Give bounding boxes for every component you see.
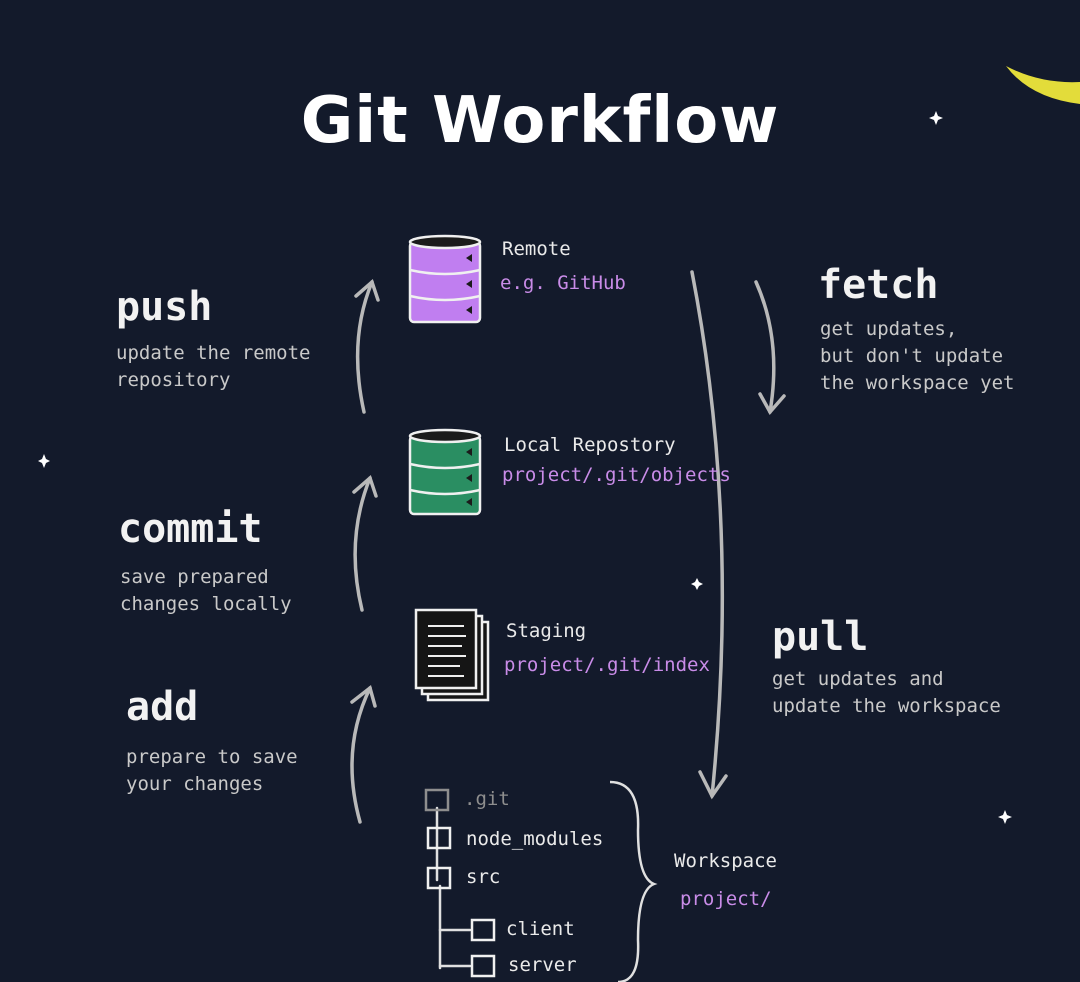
workspace-path: project/ <box>680 888 772 910</box>
add-label: add <box>126 684 199 730</box>
fetch-label: fetch <box>818 262 939 308</box>
commit-desc-line-1: save prepared <box>120 566 269 588</box>
staging-name: Staging <box>506 620 587 642</box>
folder-icon <box>426 866 452 890</box>
workspace-name: Workspace <box>674 850 777 872</box>
push-desc-line-1: update the remote <box>116 342 311 364</box>
fetch-arrow <box>754 280 776 414</box>
remote-path: e.g. GitHub <box>500 272 626 294</box>
fetch-desc-line-1: get updates, <box>820 318 958 340</box>
pull-desc-line-1: get updates and <box>772 668 944 690</box>
fetch-desc-line-3: the workspace yet <box>820 372 1015 394</box>
folder-icon <box>470 954 496 978</box>
pull-desc-line-2: update the workspace <box>772 695 1001 717</box>
remote-name: Remote <box>502 238 571 260</box>
add-arrow <box>350 686 372 824</box>
folder-icon <box>424 788 450 812</box>
page-title: Git Workflow <box>300 84 780 158</box>
tree-item-client: client <box>506 918 575 940</box>
staging-path: project/.git/index <box>504 654 710 676</box>
stacked-documents-icon <box>414 608 490 702</box>
push-desc-line-2: repository <box>116 369 231 391</box>
database-icon <box>408 428 482 516</box>
pull-label: pull <box>772 614 869 660</box>
tree-item-git: .git <box>464 788 510 810</box>
push-label: push <box>116 284 213 330</box>
folder-icon <box>426 826 452 850</box>
add-desc-line-1: prepare to save <box>126 746 298 768</box>
crescent-moon-icon <box>1006 66 1080 104</box>
commit-label: commit <box>118 506 263 552</box>
fetch-desc-line-2: but don't update <box>820 345 1004 367</box>
database-icon <box>408 234 482 324</box>
push-arrow <box>355 280 374 414</box>
sparkle-icon <box>998 810 1012 824</box>
pull-arrow <box>690 270 725 798</box>
commit-desc-line-2: changes locally <box>120 593 292 615</box>
workspace-brace <box>609 780 658 982</box>
commit-arrow <box>353 476 372 612</box>
local-repo-name: Local Repostory <box>504 434 676 456</box>
sparkle-icon <box>691 578 703 590</box>
tree-item-server: server <box>508 954 577 976</box>
add-desc-line-2: your changes <box>126 773 264 795</box>
sparkle-icon <box>38 454 50 468</box>
sparkle-icon <box>929 111 943 125</box>
folder-icon <box>470 918 496 942</box>
local-repo-path: project/.git/objects <box>502 464 731 486</box>
tree-item-node-modules: node_modules <box>466 828 604 850</box>
tree-item-src: src <box>466 866 501 888</box>
